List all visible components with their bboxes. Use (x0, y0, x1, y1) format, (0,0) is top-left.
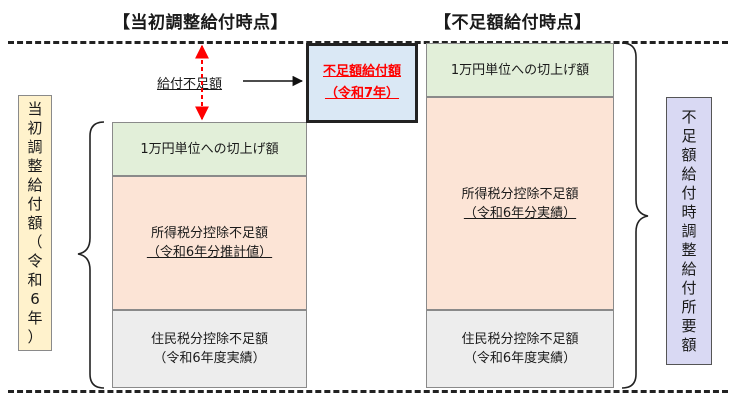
vchar: 初 (27, 118, 43, 137)
left-resident-tax-block: 住民税分控除不足額 （令和6年度実績） (112, 310, 307, 388)
heading-initial: 【当初調整給付時点】 (113, 13, 288, 33)
vchar: 給 (681, 259, 697, 278)
left-roundup-label: 1万円単位への切上げ額 (140, 141, 279, 157)
vchar: 令 (27, 251, 43, 270)
left-resident-tax-label: 住民税分控除不足額 (150, 332, 268, 347)
shortfall-payment-box: 不足額給付額 （令和7年） (306, 43, 418, 123)
right-roundup-label: 1万円単位への切上げ額 (450, 62, 590, 78)
vchar: 調 (681, 221, 697, 240)
vchar: 額 (681, 145, 697, 164)
vchar: 不 (681, 107, 697, 126)
vchar: 調 (27, 137, 43, 156)
vchar: 当 (27, 99, 43, 118)
left-income-tax-note: （令和6年分推計値） (146, 245, 273, 260)
right-income-tax-block: 所得税分控除不足額 （令和6年分実績） (426, 97, 614, 310)
vchar: 額 (681, 335, 697, 354)
vchar: （ (27, 232, 43, 251)
vchar: 付 (681, 183, 697, 202)
heading-shortfall: 【不足額給付時点】 (434, 13, 592, 33)
vchar: 給 (27, 175, 43, 194)
vchar: 要 (681, 316, 697, 335)
shortfall-required-vertical-label: 不 足 額 給 付 時 調 整 給 付 所 要 額 (666, 97, 712, 365)
vchar: 付 (27, 194, 43, 213)
vchar: 付 (681, 278, 697, 297)
vchar: 額 (27, 213, 43, 232)
shortfall-payment-title: 不足額給付額 (322, 64, 401, 79)
vchar: 時 (681, 202, 697, 221)
left-income-tax-label: 所得税分控除不足額 (150, 226, 268, 241)
left-income-tax-block: 所得税分控除不足額 （令和6年分推計値） (112, 176, 307, 310)
vchar: 和 (27, 270, 43, 289)
right-roundup-block: 1万円単位への切上げ額 (426, 43, 614, 97)
vchar: 整 (681, 240, 697, 259)
right-resident-tax-note: （令和6年度実績） (463, 351, 577, 366)
initial-payment-vertical-label: 当 初 調 整 給 付 額 （ 令 和 6 年 ） (18, 95, 52, 351)
right-income-tax-note: （令和6年分実績） (463, 205, 577, 221)
vchar: 年 (27, 308, 43, 327)
vchar: ） (27, 327, 43, 346)
top-dashed-line (8, 41, 728, 44)
vchar: 整 (27, 156, 43, 175)
right-income-tax-label: 所得税分控除不足額 (461, 186, 579, 202)
left-brace (77, 121, 105, 389)
right-resident-tax-label: 住民税分控除不足額 (461, 332, 579, 347)
shortfall-payment-year: （令和7年） (324, 86, 400, 101)
vchar: 足 (681, 126, 697, 145)
vchar: 6 (30, 289, 40, 308)
vchar: 給 (681, 164, 697, 183)
left-roundup-block: 1万円単位への切上げ額 (112, 122, 307, 176)
bottom-dashed-line (8, 390, 728, 393)
right-resident-tax-block: 住民税分控除不足額 （令和6年度実績） (426, 310, 614, 388)
left-resident-tax-note: （令和6年度実績） (153, 351, 266, 366)
right-brace (621, 42, 649, 389)
vchar: 所 (681, 297, 697, 316)
